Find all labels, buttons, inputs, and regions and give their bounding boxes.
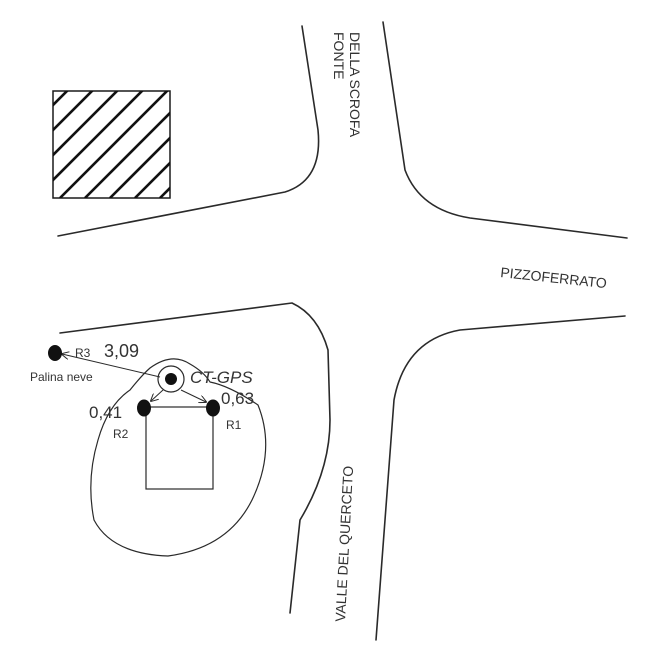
r2-marker [137, 399, 151, 417]
road-edge-south-east [375, 315, 626, 641]
r1-marker [206, 399, 220, 417]
ct-gps-ring [157, 365, 185, 393]
palina-neve-label: Palina neve [30, 370, 93, 384]
building-hatch-lines [53, 91, 170, 198]
station-building [145, 406, 214, 490]
r3-marker [48, 345, 62, 361]
r3-label: R3 [75, 346, 91, 360]
arrow-to-r2 [151, 389, 164, 401]
ct-gps-label: CT-GPS [190, 368, 253, 387]
arrow-to-r1 [180, 389, 206, 402]
site-boundary [90, 358, 267, 557]
r3-distance: 3,09 [104, 341, 139, 361]
arrow-to-r3 [62, 354, 161, 378]
road-edge-south-west [59, 302, 331, 614]
street-label-fonte: FONTE [331, 32, 347, 79]
street-label-pizzoferrato: PIZZOFERRATO [500, 264, 608, 291]
r2-label: R2 [113, 427, 129, 441]
r1-label: R1 [226, 418, 242, 432]
street-label-della-scrofa: DELLA SCROFA [347, 32, 363, 138]
ct-gps-marker [165, 373, 177, 385]
r2-distance: 0,41 [89, 403, 122, 422]
road-edge-fonte-east [382, 21, 628, 239]
road-edge-fonte-west [57, 25, 320, 237]
r1-distance: 0,63 [221, 389, 254, 408]
street-label-valle-del-querceto: VALLE DEL QUERCETO [332, 465, 356, 622]
